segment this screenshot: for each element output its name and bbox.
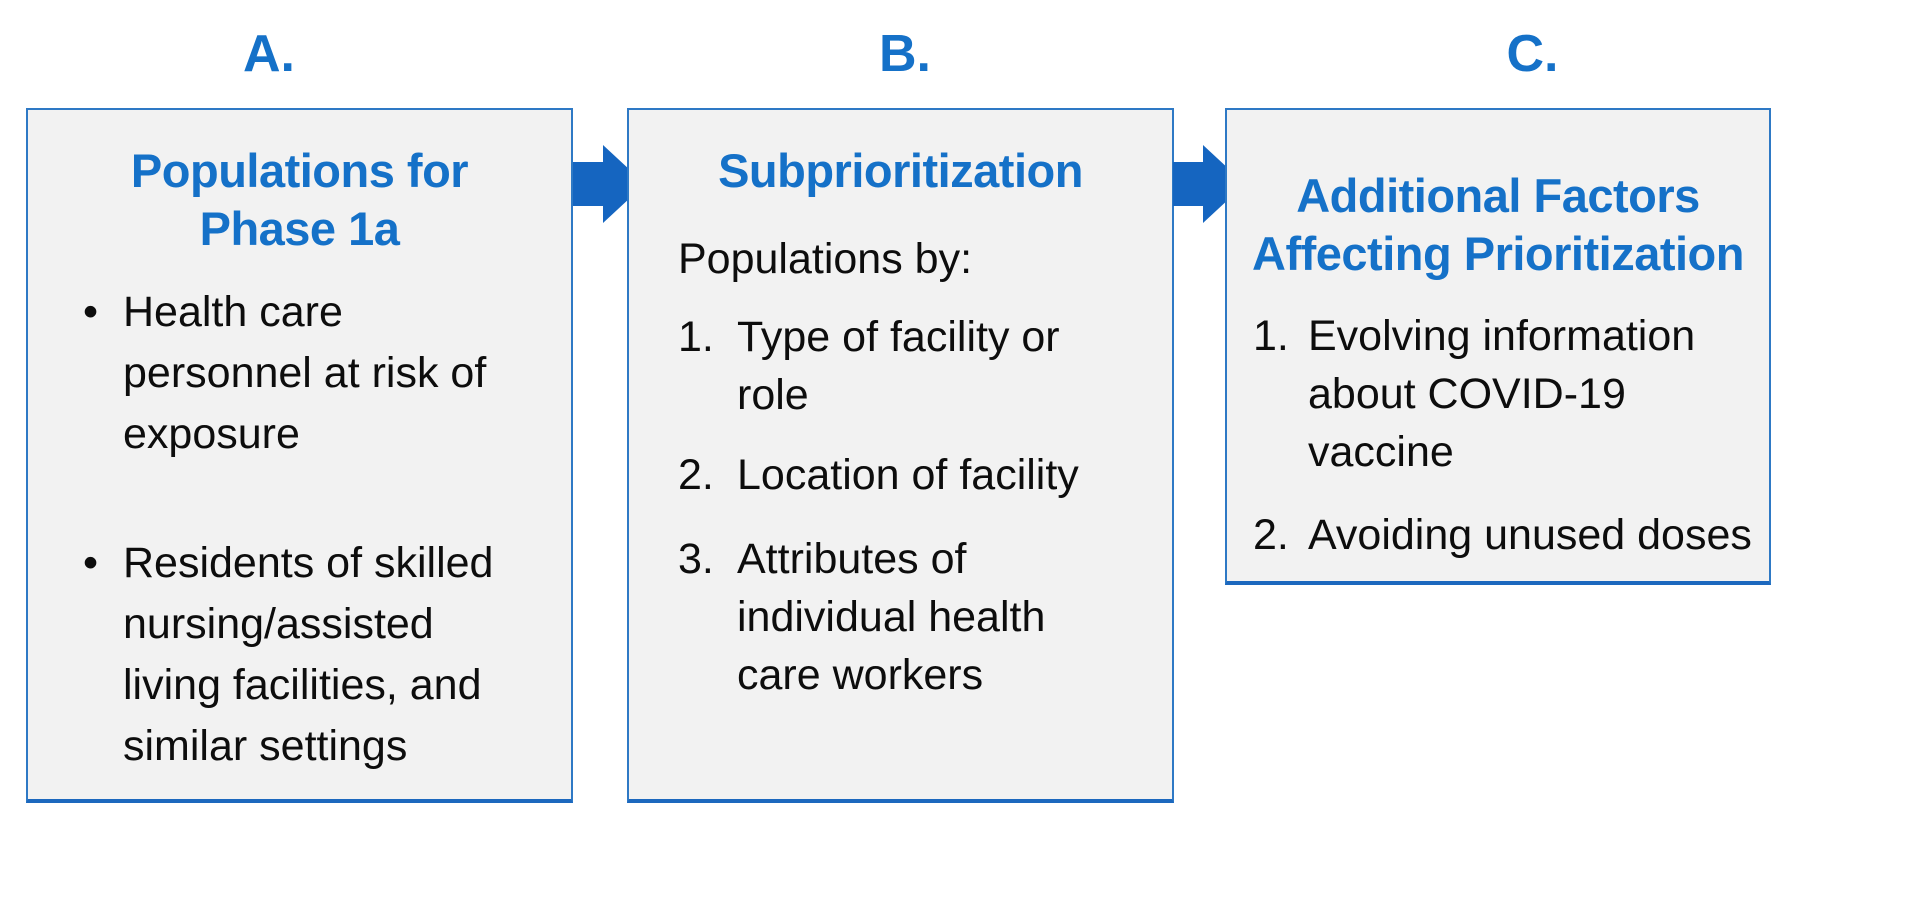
box-subprioritization: Subprioritization Populations by: 1. Typ… — [627, 108, 1174, 803]
arrow-right-icon — [573, 145, 645, 223]
list-item: 3. Attributes of individual health care … — [629, 530, 1172, 704]
item-number: 2. — [1253, 511, 1289, 559]
item-line: Attributes of — [737, 535, 967, 583]
item-line: Avoiding unused doses — [1308, 511, 1752, 559]
item-line: personnel at risk of — [123, 349, 487, 397]
list-item: • Health care personnel at risk of expos… — [28, 282, 571, 465]
list-item: • Residents of skilled nursing/assisted … — [28, 533, 571, 777]
arrow-right-icon — [1173, 145, 1245, 223]
item-number: 3. — [678, 535, 714, 583]
item-line: exposure — [123, 410, 300, 458]
box-a-title-line: Phase 1a — [199, 202, 400, 255]
item-line: similar settings — [123, 722, 408, 770]
item-line: nursing/assisted — [123, 600, 434, 648]
item-line: living facilities, and — [123, 661, 482, 709]
item-line: about COVID-19 — [1308, 370, 1626, 418]
item-line: Location of facility — [737, 451, 1079, 499]
list-item: 1. Evolving information about COVID-19 v… — [1227, 307, 1769, 481]
item-line: Health care — [123, 288, 343, 336]
box-a-title: Populations for Phase 1a — [28, 110, 571, 258]
box-b-intro: Populations by: — [678, 235, 973, 283]
item-number: 1. — [678, 313, 714, 361]
item-line: Type of facility or — [737, 313, 1060, 361]
column-label-a: A. — [243, 25, 295, 83]
item-number: 1. — [1253, 312, 1289, 360]
box-c-title: Additional Factors Affecting Prioritizat… — [1227, 110, 1769, 283]
item-number: 2. — [678, 451, 714, 499]
box-additional-factors: Additional Factors Affecting Prioritizat… — [1225, 108, 1771, 585]
box-c-title-line: Affecting Prioritization — [1252, 227, 1744, 280]
list-item: 1. Type of facility or role — [629, 308, 1172, 424]
list-item: 2. Avoiding unused doses — [1227, 506, 1769, 564]
list-item: 2. Location of facility — [629, 446, 1172, 504]
column-label-b: B. — [879, 25, 931, 83]
item-line: role — [737, 371, 809, 419]
bullet-icon: • — [83, 288, 99, 336]
item-line: care workers — [737, 651, 984, 699]
item-line: Evolving information — [1308, 312, 1696, 360]
item-line: individual health — [737, 593, 1046, 641]
box-a-title-line: Populations for — [130, 144, 469, 197]
box-b-title: Subprioritization — [629, 110, 1172, 200]
box-c-title-line: Additional Factors — [1296, 169, 1700, 222]
bullet-icon: • — [83, 539, 99, 587]
item-line: Residents of skilled — [123, 539, 494, 587]
box-b-title-line: Subprioritization — [718, 144, 1083, 197]
item-line: vaccine — [1308, 428, 1454, 476]
column-label-c: C. — [1506, 25, 1559, 83]
box-populations-phase-1a: Populations for Phase 1a • Health care p… — [26, 108, 573, 803]
